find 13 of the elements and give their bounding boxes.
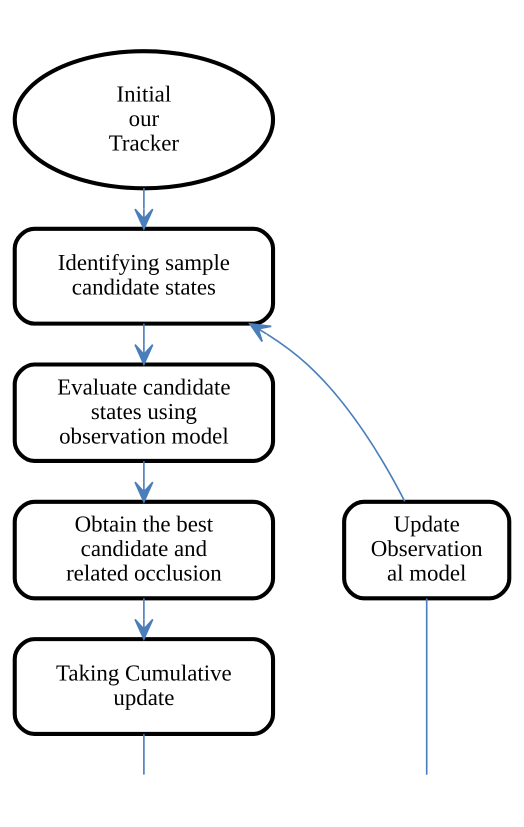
arrow [249, 322, 406, 502]
node-ellipse: Initial our Tracker [12, 48, 276, 190]
node-box: Taking Cumulative update [12, 636, 276, 736]
connector [143, 734, 145, 774]
arrow [134, 188, 154, 230]
node-box: Evaluate candidate states using observation model [12, 362, 276, 462]
node-box: Identifying sample candidate states [12, 226, 276, 326]
connector [426, 598, 428, 774]
arrow [134, 323, 154, 365]
node-box: Obtain the best candidate and related occlusion [12, 499, 276, 600]
arrow [134, 460, 154, 502]
arrow [134, 598, 154, 640]
node-box: Update Observation al model [342, 499, 512, 600]
